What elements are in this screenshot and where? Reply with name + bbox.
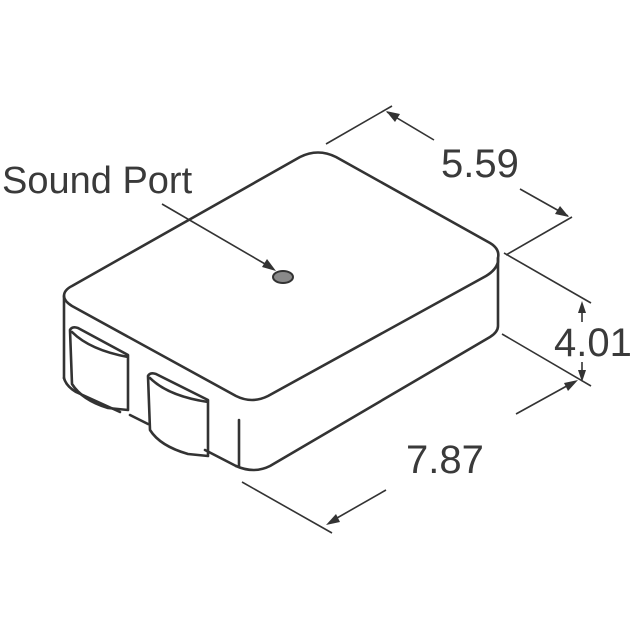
dim-787-arrow-start-icon — [326, 514, 340, 525]
dim-559-arrow-end-icon — [555, 206, 569, 217]
component-front-bottom — [62, 376, 238, 468]
sound-port-label: Sound Port — [2, 160, 193, 202]
sound-port-leader — [161, 203, 273, 269]
dim-787-ext-1 — [241, 481, 333, 534]
dim-559-label: 5.59 — [441, 142, 519, 186]
dim-787-line-a — [515, 381, 575, 415]
dim-559-arrow-start-icon — [386, 111, 400, 122]
sound-port-hole — [272, 270, 294, 284]
dim-401-arrow-up-icon — [578, 301, 586, 313]
dim-559-ext-1 — [325, 105, 393, 145]
dim-787-arrow-end-icon — [564, 380, 578, 391]
terminal-pad-1 — [68, 326, 130, 412]
terminal-pad-2 — [146, 372, 210, 458]
dim-401-ext-2 — [501, 333, 592, 387]
dim-401-ext-1 — [503, 252, 592, 304]
dim-401-arrow-down-icon — [578, 370, 586, 382]
sound-port-arrow-icon — [262, 259, 276, 271]
component-right-edge — [234, 256, 500, 472]
dim-559-ext-2 — [505, 216, 573, 256]
dim-787-line-b — [329, 489, 387, 523]
dim-787-label: 7.87 — [406, 438, 484, 482]
dim-401-label: 4.01 — [554, 321, 632, 365]
